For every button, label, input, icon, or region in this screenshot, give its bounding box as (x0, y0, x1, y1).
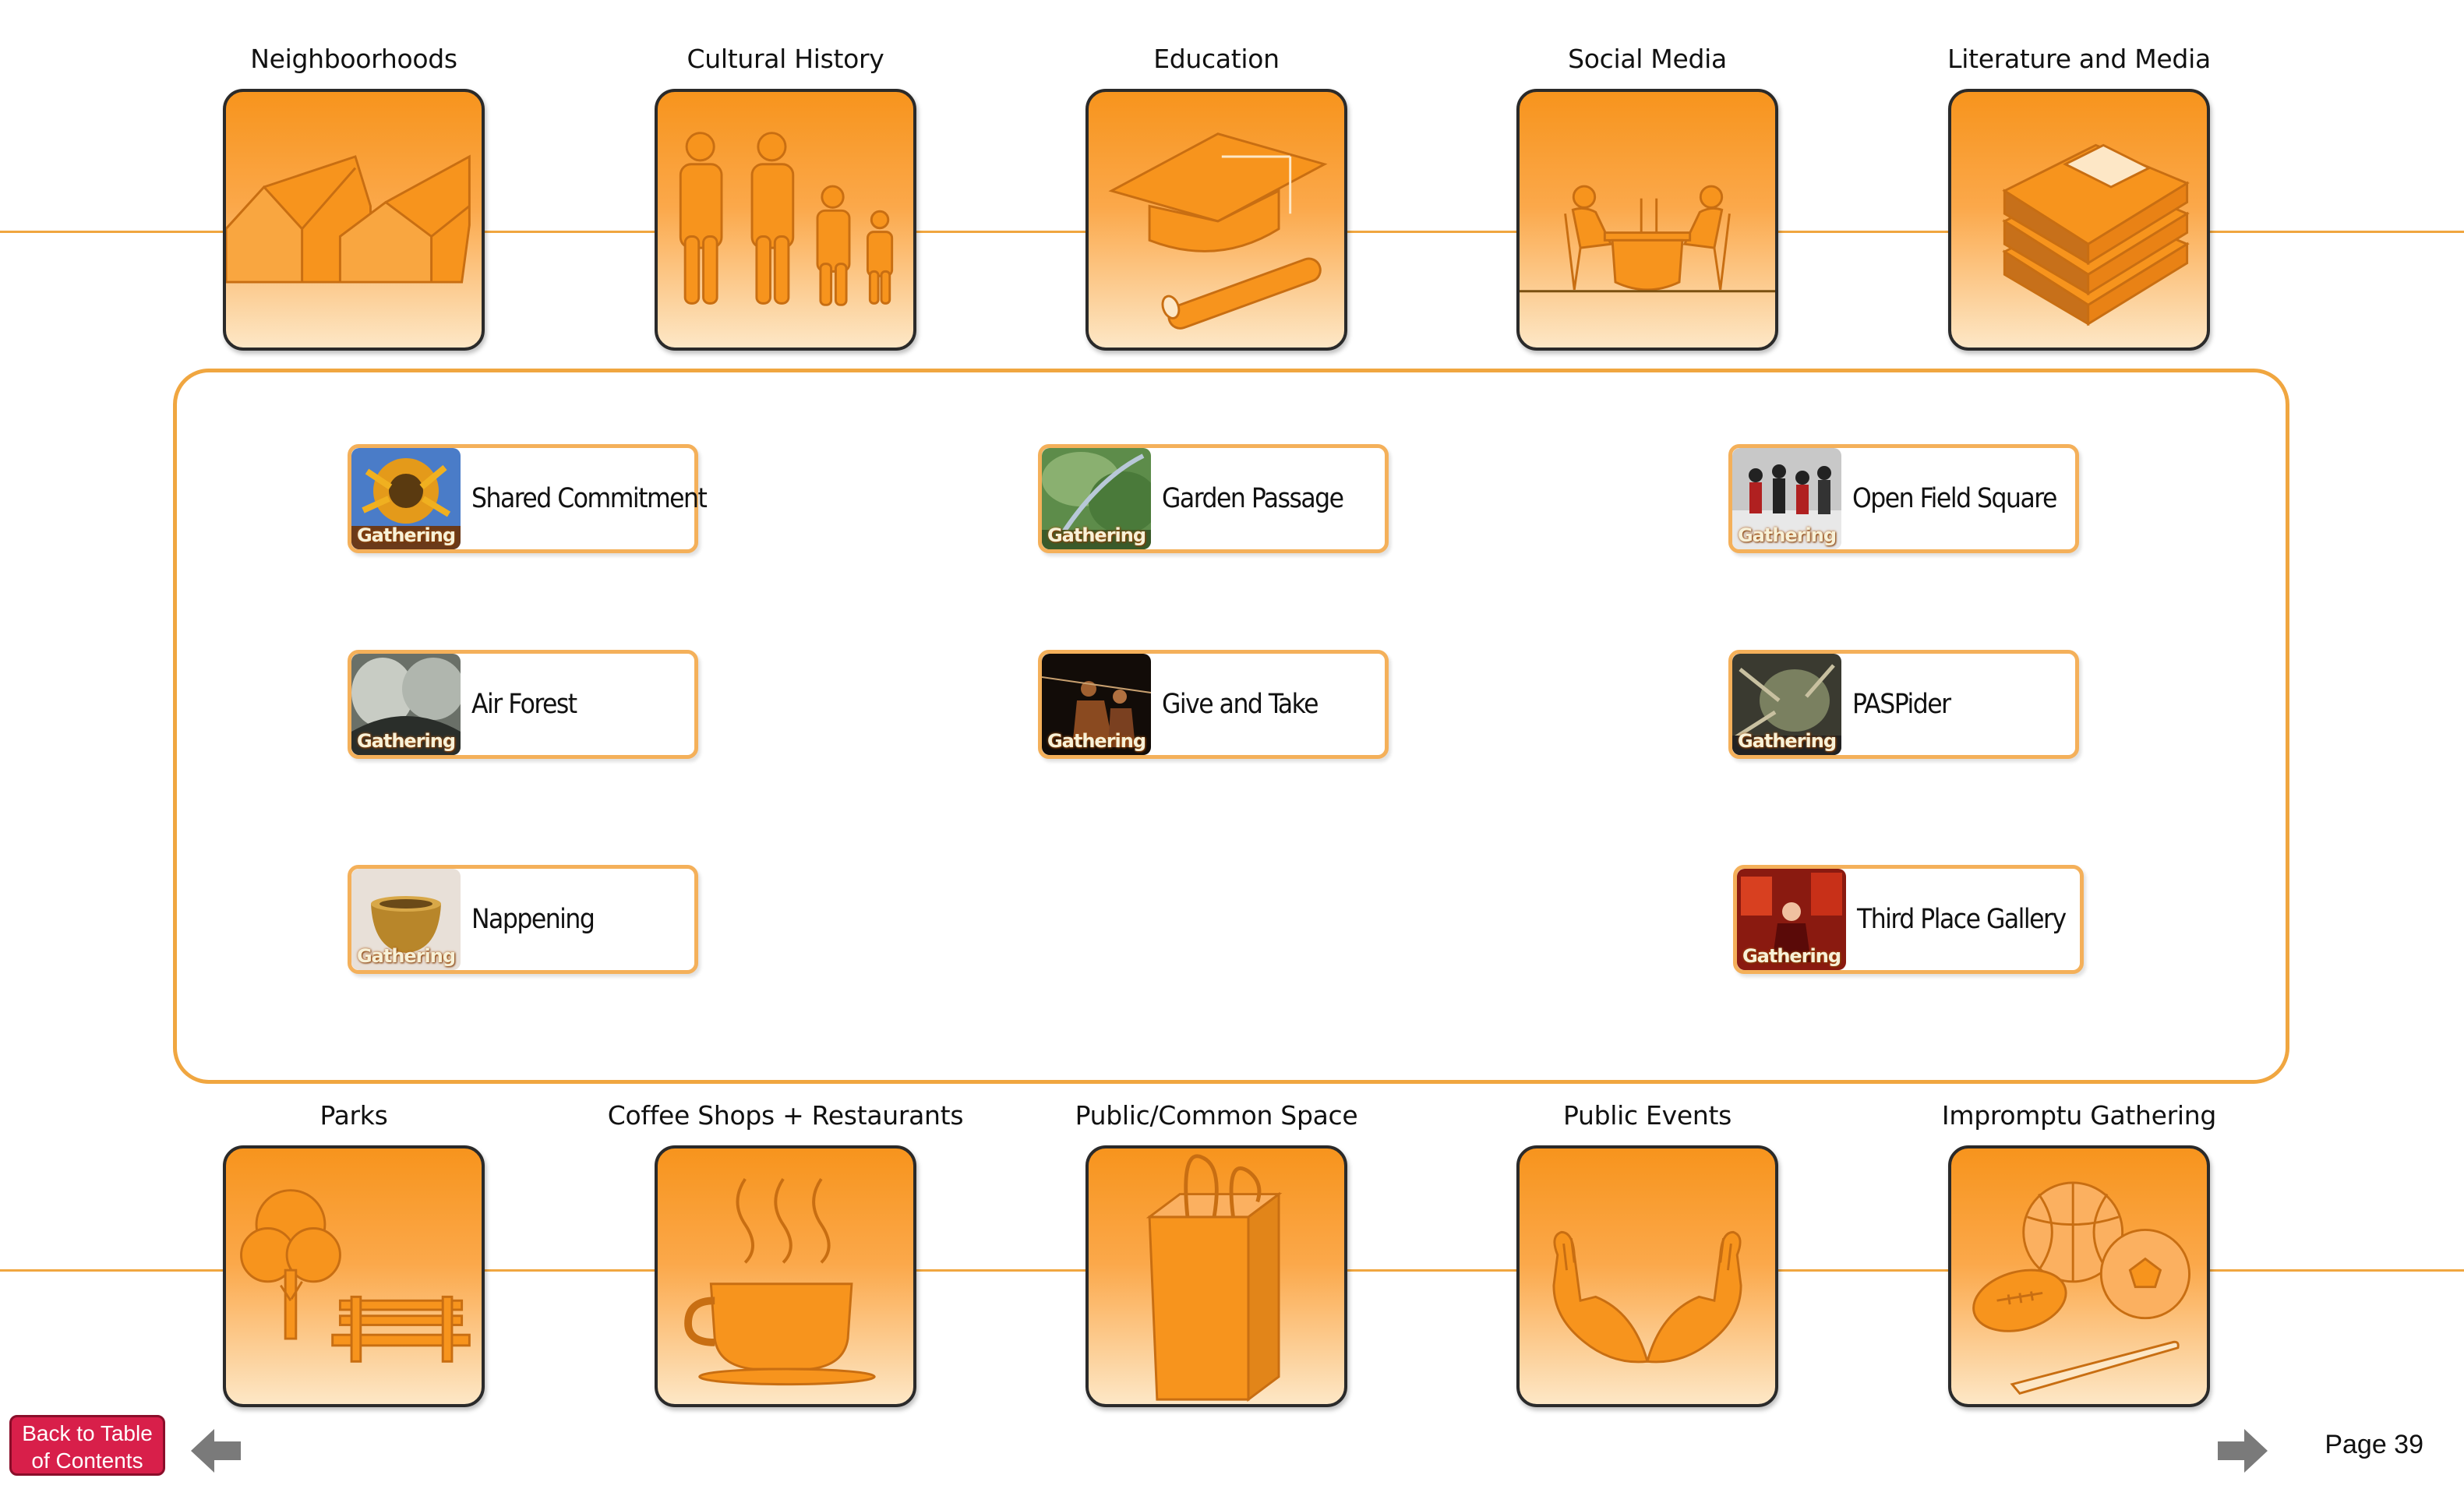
sunflower-thumbnail: Gathering (351, 448, 461, 549)
project-nappening[interactable]: Gathering Nappening (348, 865, 698, 974)
next-page-arrow-icon[interactable] (2218, 1429, 2268, 1473)
category-label: Social Media (1568, 44, 1727, 74)
previous-page-arrow-icon[interactable] (191, 1429, 241, 1473)
project-paspider[interactable]: Gathering PASPider (1728, 650, 2079, 759)
shopping-bag-icon[interactable] (1086, 1145, 1347, 1407)
project-label: Garden Passage (1162, 483, 1344, 514)
category-label: Parks (319, 1100, 388, 1131)
gathering-tag: Gathering (356, 945, 456, 967)
project-open-field-square[interactable]: Gathering Open Field Square (1728, 444, 2079, 553)
gathering-tag: Gathering (1047, 524, 1146, 546)
gathering-tag: Gathering (356, 524, 456, 546)
paspider-thumbnail: Gathering (1732, 654, 1841, 755)
category-label: Cultural History (687, 44, 884, 74)
houses-icon[interactable] (223, 89, 485, 351)
page-number: Page 39 (2325, 1430, 2423, 1459)
project-label: Shared Commitment (471, 483, 708, 514)
gallery-thumbnail: Gathering (1737, 869, 1846, 970)
gathering-tag: Gathering (356, 730, 456, 752)
back-button-line1: Back to Table (22, 1421, 153, 1445)
gathering-tag: Gathering (1737, 730, 1837, 752)
project-label: Third Place Gallery (1857, 904, 2067, 935)
people-field-thumbnail: Gathering (1732, 448, 1841, 549)
category-label: Neighboorhoods (250, 44, 457, 74)
project-label: Open Field Square (1852, 483, 2057, 514)
category-label: Education (1153, 44, 1280, 74)
project-third-place-gallery[interactable]: Gathering Third Place Gallery (1733, 865, 2084, 974)
project-label: Give and Take (1162, 689, 1319, 720)
category-label: Public Events (1563, 1100, 1732, 1131)
project-label: Nappening (471, 904, 595, 935)
project-label: PASPider (1852, 689, 1951, 720)
back-button-line2: of Contents (31, 1448, 143, 1473)
category-label: Impromptu Gathering (1941, 1100, 2217, 1131)
sports-balls-icon[interactable] (1948, 1145, 2210, 1407)
garden-thumbnail: Gathering (1042, 448, 1151, 549)
air-forest-thumbnail: Gathering (351, 654, 461, 755)
bowl-thumbnail: Gathering (351, 869, 461, 970)
project-garden-passage[interactable]: Gathering Garden Passage (1038, 444, 1389, 553)
open-hands-icon[interactable] (1516, 1145, 1778, 1407)
category-label: Public/Common Space (1075, 1100, 1358, 1131)
gathering-tag: Gathering (1047, 730, 1146, 752)
back-to-table-of-contents-button[interactable]: Back to Table of Contents (9, 1415, 165, 1476)
family-icon[interactable] (655, 89, 916, 351)
category-label: Coffee Shops + Restaurants (607, 1100, 964, 1131)
category-label: Literature and Media (1947, 44, 2211, 74)
gathering-tag: Gathering (1737, 524, 1837, 546)
project-shared-commitment[interactable]: Gathering Shared Commitment (348, 444, 708, 553)
people-at-table-icon[interactable] (1516, 89, 1778, 351)
project-label: Air Forest (471, 689, 577, 720)
gathering-tag: Gathering (1742, 945, 1841, 967)
graduation-cap-icon[interactable] (1086, 89, 1347, 351)
project-air-forest[interactable]: Gathering Air Forest (348, 650, 698, 759)
give-and-take-thumbnail: Gathering (1042, 654, 1151, 755)
project-give-and-take[interactable]: Gathering Give and Take (1038, 650, 1389, 759)
tree-bench-icon[interactable] (223, 1145, 485, 1407)
coffee-cup-icon[interactable] (655, 1145, 916, 1407)
books-icon[interactable] (1948, 89, 2210, 351)
